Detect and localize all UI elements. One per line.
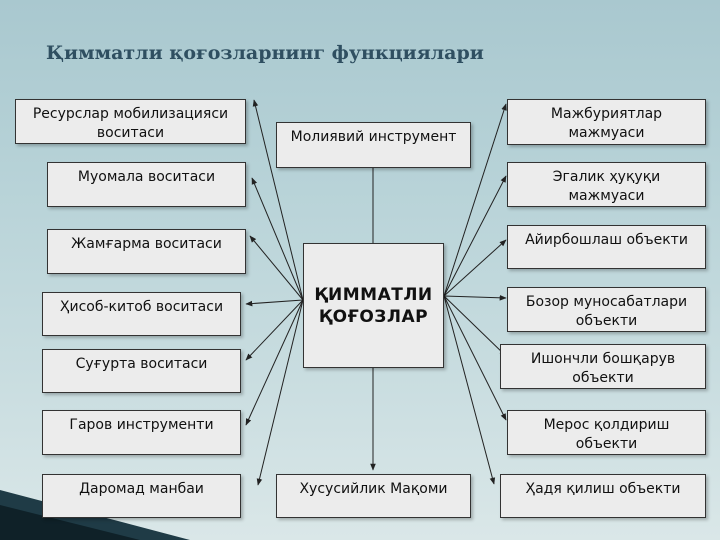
arrow-left-7 xyxy=(256,299,304,486)
left-item-box: Жамғарма воситаси xyxy=(47,229,246,274)
arrow-right-7 xyxy=(443,295,496,485)
arrow-right-1 xyxy=(443,103,507,297)
left-item-label: Ресурслар мобилизацияси воситаси xyxy=(32,106,229,141)
top-center-label: Молиявий инструмент xyxy=(290,129,457,145)
right-item-box: Эгалик ҳуқуқи мажмуаси xyxy=(507,162,706,207)
top-center-box: Молиявий инструмент xyxy=(276,122,471,168)
right-item-box: Мерос қолдириш объекти xyxy=(507,410,706,455)
right-item-label: Бозор муносабатлари объекти xyxy=(525,294,688,329)
left-item-label: Жамғарма воситаси xyxy=(71,236,222,252)
left-item-label: Суғурта воситаси xyxy=(75,356,208,372)
left-item-label: Муомала воситаси xyxy=(77,169,216,185)
arrow-right-4 xyxy=(443,294,507,301)
slide-title: Қимматли қоғозларнинг функциялари xyxy=(46,42,484,64)
right-item-label: Ҳадя қилиш объекти xyxy=(525,481,681,497)
left-item-box: Ресурслар мобилизацияси воситаси xyxy=(15,99,246,144)
arrow-left-1 xyxy=(252,99,304,301)
left-item-box: Муомала воситаси xyxy=(47,162,246,207)
right-item-label: Мажбуриятлар мажмуаси xyxy=(550,106,663,141)
bottom-center-label: Хусусийлик Мақоми xyxy=(299,481,448,497)
arrow-left-5 xyxy=(245,299,304,361)
left-item-box: Даромад манбаи xyxy=(42,474,241,518)
center-box: ҚИММАТЛИ ҚОҒОЗЛАР xyxy=(303,243,444,368)
arrow-right-5 xyxy=(443,295,507,357)
left-item-box: Ҳисоб-китоб воситаси xyxy=(42,292,241,336)
left-item-box: Суғурта воситаси xyxy=(42,349,241,393)
right-item-label: Мерос қолдириш объекти xyxy=(543,417,670,452)
arrow-left-3 xyxy=(249,235,304,301)
right-item-box: Ишончли бошқарув объекти xyxy=(500,344,706,389)
bottom-center-box: Хусусийлик Мақоми xyxy=(276,474,471,518)
left-item-label: Ҳисоб-китоб воситаси xyxy=(59,299,224,315)
left-item-box: Гаров инструменти xyxy=(42,410,241,455)
arrow-right-2 xyxy=(443,175,507,297)
left-item-label: Даромад манбаи xyxy=(79,481,204,497)
right-item-label: Айирбошлаш объекти xyxy=(525,232,688,248)
arrow-left-2 xyxy=(251,177,304,301)
center-label: ҚИММАТЛИ ҚОҒОЗЛАР xyxy=(314,284,433,327)
right-item-box: Ҳадя қилиш объекти xyxy=(500,474,706,518)
arrow-left-6 xyxy=(245,299,304,426)
right-item-label: Ишончли бошқарув объекти xyxy=(530,351,676,386)
arrow-right-3 xyxy=(443,239,507,297)
arrow-left-4 xyxy=(245,299,304,307)
right-item-box: Бозор муносабатлари объекти xyxy=(507,287,706,332)
arrow-right-6 xyxy=(443,295,507,421)
right-item-box: Айирбошлаш объекти xyxy=(507,225,706,269)
left-item-label: Гаров инструменти xyxy=(69,417,214,433)
right-item-box: Мажбуриятлар мажмуаси xyxy=(507,99,706,145)
right-item-label: Эгалик ҳуқуқи мажмуаси xyxy=(552,169,661,204)
